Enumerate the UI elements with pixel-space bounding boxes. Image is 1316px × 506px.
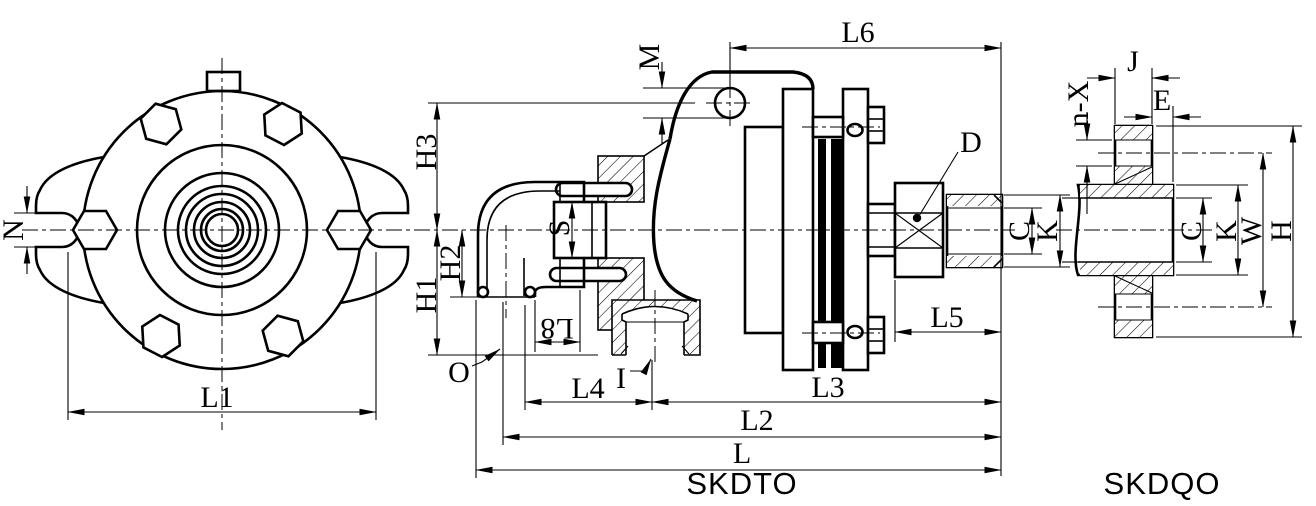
dim-label-w: W <box>1235 216 1268 245</box>
callout-label-o: O <box>448 356 470 389</box>
dim-label-nx: n-X <box>1062 80 1095 127</box>
dim-l8: L8 <box>534 290 581 352</box>
callout-label-d: D <box>960 126 982 159</box>
dim-label-e: E <box>1153 84 1171 117</box>
stud-end-top <box>846 122 864 138</box>
dim-e: E <box>1124 84 1201 182</box>
callout-d: D <box>918 126 982 217</box>
dim-l1: L1 <box>67 252 377 420</box>
elbow-foot-right <box>523 285 537 299</box>
threaded-end <box>945 193 1004 269</box>
dim-label-l4: L4 <box>571 372 604 405</box>
dim-label-h: H <box>1265 220 1298 242</box>
retaining-clip-top <box>554 181 634 198</box>
model-label-skdto: SKDTO <box>686 466 797 501</box>
dim-label-l1: L1 <box>200 381 233 414</box>
dim-label-l2: L2 <box>740 404 773 437</box>
dim-h: H <box>1156 125 1302 338</box>
dim-label-h1: H1 <box>410 277 443 314</box>
dim-label-l6: L6 <box>841 16 874 49</box>
mounting-ear-bracket <box>668 70 815 140</box>
dim-label-k-section: K <box>1031 220 1064 242</box>
dim-label-l8: L8 <box>540 312 573 345</box>
dim-label-l: L <box>733 437 751 470</box>
dim-k-flange: K <box>1176 184 1248 276</box>
retaining-clip-bottom <box>548 266 628 283</box>
dim-h3: H3 <box>410 102 695 231</box>
model-label-skdqo: SKDQO <box>1104 466 1221 501</box>
callout-i: I <box>616 358 652 395</box>
dim-l5: L5 <box>894 280 1002 342</box>
stud-end-bottom <box>846 324 864 340</box>
callout-o: O <box>448 348 501 389</box>
dim-s: S <box>543 201 576 259</box>
elbow-inner-wall <box>486 190 560 297</box>
callout-label-i: I <box>616 362 626 395</box>
dim-label-s: S <box>543 220 576 237</box>
dim-label-m: M <box>633 44 666 71</box>
dim-label-l5: L5 <box>930 301 963 334</box>
flange-view-skdqo: J E n-X C K W <box>1062 45 1302 501</box>
dim-n: N <box>0 186 38 274</box>
dim-c-flange: C <box>1175 197 1212 263</box>
front-flange-view: N L1 <box>0 70 410 420</box>
section-view-skdto: O I D M L6 H3 <box>410 16 1070 501</box>
stud-nuts <box>866 105 886 355</box>
dim-k-section: K <box>1004 194 1070 268</box>
dim-label-c-section: C <box>1003 221 1036 241</box>
dim-label-h2: H2 <box>434 245 467 282</box>
elbow-foot-left <box>476 285 490 299</box>
dim-label-l3: L3 <box>811 371 844 404</box>
centerlines <box>22 58 1272 430</box>
dim-label-h3: H3 <box>410 134 443 171</box>
dim-label-n: N <box>0 219 30 241</box>
dim-h2: H2 <box>434 229 478 298</box>
dim-label-c-flange: C <box>1175 221 1208 241</box>
dim-l: L <box>475 300 1002 478</box>
dim-label-k-flange: K <box>1210 220 1243 242</box>
top-lug <box>205 70 242 93</box>
dim-l3: L3 <box>651 371 1002 406</box>
dim-h1: H1 <box>410 229 598 356</box>
dim-l4: L4 <box>524 305 653 410</box>
dim-l2: L2 <box>502 302 1002 445</box>
dim-m: M <box>633 44 727 144</box>
dim-label-j: J <box>1127 45 1139 78</box>
dim-nx: n-X <box>1062 80 1112 214</box>
dim-c-section: C <box>1003 207 1042 255</box>
dim-w: W <box>1235 152 1268 308</box>
dim-l6: L6 <box>729 16 1002 86</box>
bell-housing-outline <box>651 138 698 303</box>
